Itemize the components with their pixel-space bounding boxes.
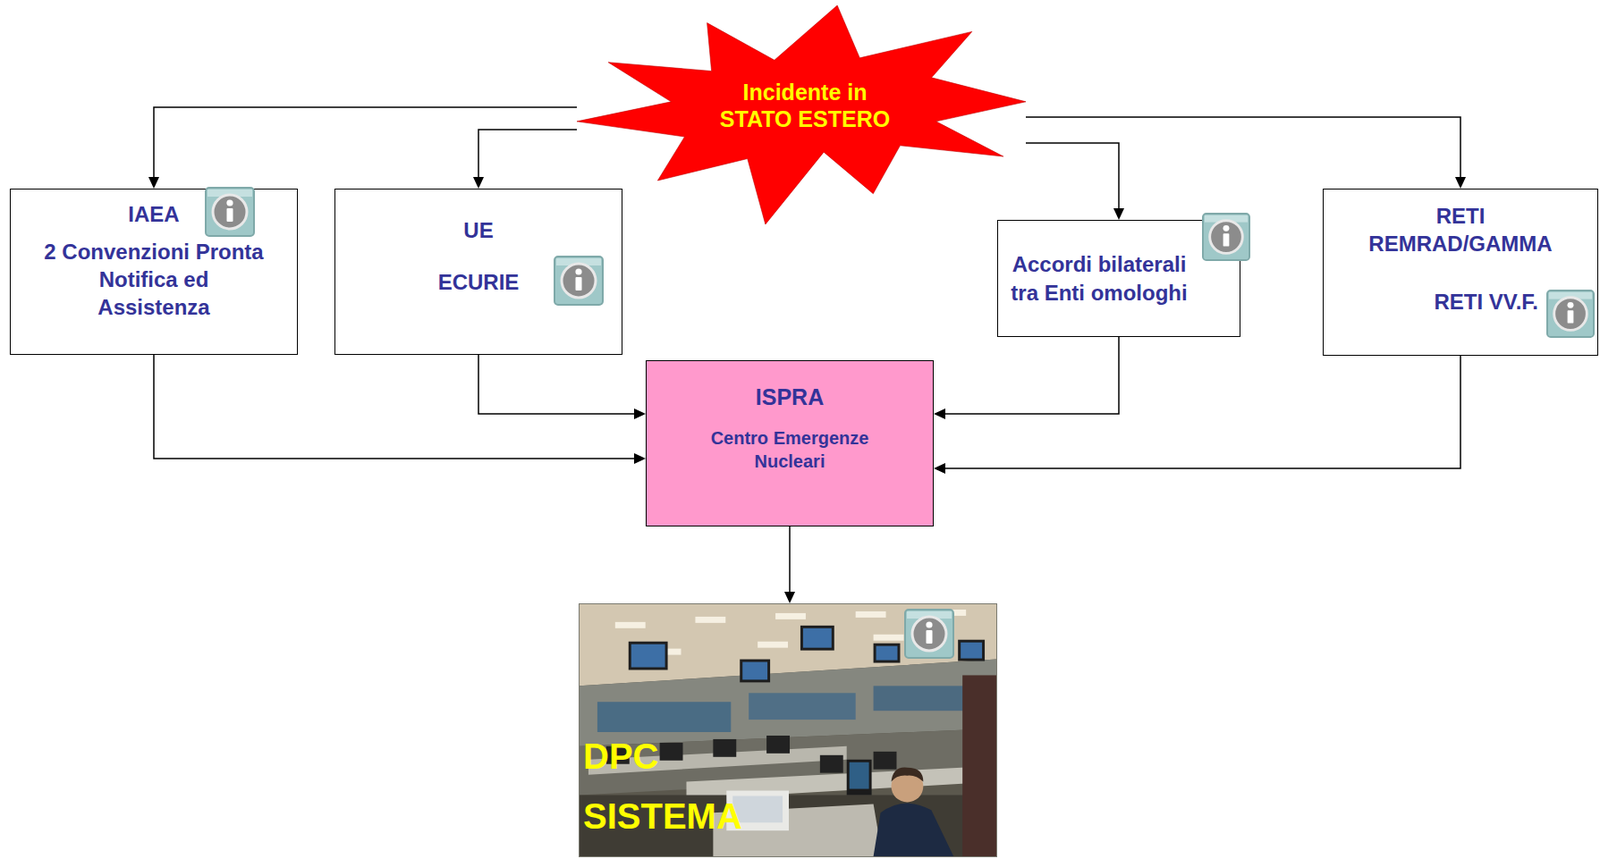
connector	[933, 337, 1119, 420]
info-icon	[1202, 212, 1251, 262]
connector	[1025, 117, 1466, 189]
node-text: Centro Emergenze Nucleari	[691, 426, 889, 474]
node-title: Incidente in STATO ESTERO	[709, 78, 902, 133]
node-title: ISPRA	[755, 384, 824, 411]
connector-line	[788, 526, 791, 595]
connector-line	[942, 337, 1119, 415]
arrow-head	[933, 463, 946, 475]
node-title: IAEA	[127, 202, 179, 228]
connector-line	[478, 129, 577, 180]
photo-node: DPC SISTEMA	[578, 603, 998, 858]
connector	[148, 107, 577, 189]
text-column: Incidente in STATO ESTERO	[697, 60, 913, 151]
node-text: ECURIE	[438, 270, 520, 296]
node-title: DPC	[583, 736, 659, 778]
arrow-head	[1113, 208, 1125, 221]
node-text: RETI VV.F.	[1434, 289, 1539, 315]
info-icon	[1546, 289, 1595, 339]
node-text: 2 Convenzioni Pronta Notifica ed Assiste…	[42, 237, 266, 322]
node-text: SISTEMA	[583, 796, 743, 838]
connector	[478, 355, 646, 420]
text-column: UE ECURIE	[335, 189, 622, 355]
connector-line	[153, 107, 577, 180]
source-box: Accordi bilaterali tra Enti omologhi	[997, 220, 1241, 338]
text-column: RETI REMRAD/GAMMA RETI VV.F.	[1323, 189, 1598, 356]
connector-line	[478, 355, 637, 415]
arrow-head	[634, 408, 646, 420]
connector	[784, 526, 796, 604]
arrow-head	[933, 408, 946, 420]
arrow-head	[784, 592, 796, 604]
connector-line	[942, 355, 1461, 469]
connector	[933, 355, 1461, 475]
connector-line	[153, 355, 637, 459]
connector-line	[1025, 143, 1119, 212]
connector	[1025, 143, 1125, 221]
arrow-head	[473, 177, 484, 189]
text-column: Accordi bilaterali tra Enti omologhi	[998, 220, 1240, 337]
connector	[473, 129, 577, 189]
source-box: IAEA 2 Convenzioni Pronta Notifica ed Ass…	[9, 188, 298, 356]
connector	[153, 355, 646, 465]
incident-starburst: Incidente in STATO ESTERO	[576, 5, 1026, 225]
arrow-head	[1455, 177, 1466, 189]
center-box: ISPRA Centro Emergenze Nucleari	[645, 360, 934, 527]
connector-line	[1025, 117, 1461, 180]
text-column: DPC SISTEMA	[579, 604, 997, 857]
source-box: RETI REMRAD/GAMMA RETI VV.F.	[1322, 188, 1599, 356]
info-icon	[904, 609, 955, 660]
node-title: RETI REMRAD/GAMMA	[1362, 202, 1559, 258]
source-box: UE ECURIE	[334, 188, 623, 356]
node-title: Accordi bilaterali tra Enti omologhi	[1009, 250, 1189, 306]
arrow-head	[148, 177, 160, 189]
text-column: IAEA 2 Convenzioni Pronta Notifica ed Ass…	[10, 189, 297, 355]
info-icon	[553, 255, 604, 306]
node-title: UE	[463, 218, 493, 244]
info-icon	[204, 186, 255, 238]
arrow-head	[634, 453, 646, 465]
text-column: ISPRA Centro Emergenze Nucleari	[646, 361, 933, 526]
